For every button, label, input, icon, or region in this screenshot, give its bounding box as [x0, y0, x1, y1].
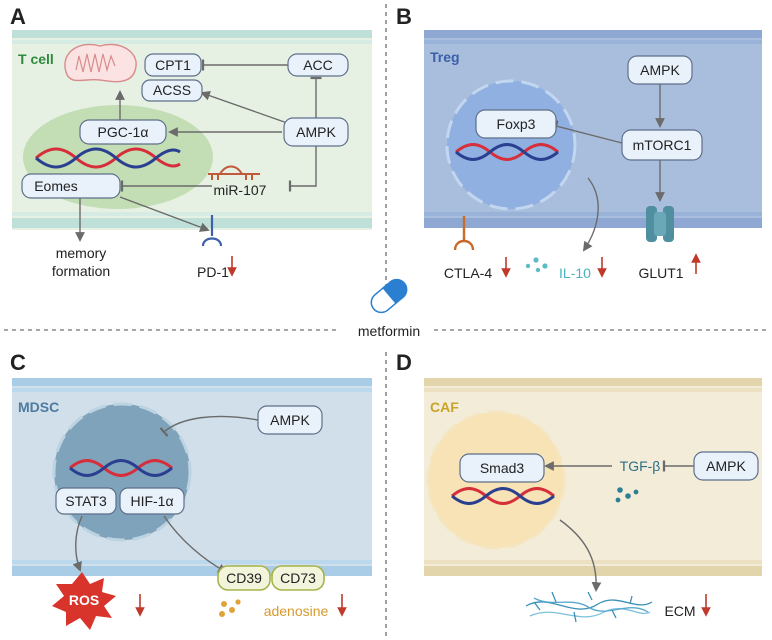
panel-c-connectors: [72, 415, 259, 573]
tgfb-dots-icon: [615, 487, 639, 503]
ctla4-receptor-icon: [453, 216, 475, 251]
panel-a-connectors: [75, 59, 322, 242]
ampk-box-a: [283, 117, 349, 147]
mdsc-label: MDSC: [18, 399, 59, 415]
metformin-label: metformin: [358, 323, 420, 339]
pd1-receptor-icon: [201, 215, 223, 247]
adenosine-label: adenosine: [264, 603, 329, 619]
panel-letter-c: C: [10, 350, 26, 375]
dna-icon-b: [455, 143, 559, 161]
hif-box: [119, 487, 185, 515]
smad3-label: Smad3: [480, 460, 525, 476]
ros-label: ROS: [69, 592, 99, 608]
adenosine-dots-icon: [219, 599, 241, 617]
il10-dots-icon: [525, 257, 548, 273]
ecm-label: ECM: [664, 603, 695, 619]
acc-box: [287, 53, 349, 77]
pgc-label: PGC-1α: [98, 124, 149, 140]
panel-b-connectors: [553, 84, 665, 252]
panel-d-connectors: [544, 460, 694, 592]
pill-icon: [370, 278, 408, 314]
smad3-box: [459, 453, 545, 483]
foxp3-box: [475, 109, 557, 139]
acss-label: ACSS: [153, 82, 191, 98]
tgfb-label: TGF-β: [620, 458, 661, 474]
panel-d: D CAF Smad3 TGF-β AMPK E: [396, 350, 762, 623]
cpt1-box: [144, 53, 202, 77]
dna-icon-c: [69, 459, 173, 477]
ecm-fiber-icon: [525, 591, 653, 623]
panel-a: A T cell CPT1 ACSS: [10, 4, 372, 280]
mir107-label: miR-107: [214, 182, 267, 198]
ros-burst-icon: [52, 572, 116, 630]
ampk-label-c: AMPK: [270, 412, 310, 428]
tcell-label: T cell: [18, 51, 54, 67]
metformin-center: metformin: [358, 278, 420, 339]
cd39-label: CD39: [226, 570, 262, 586]
panel-dividers: [4, 4, 768, 636]
ampk-box-b: [627, 55, 693, 85]
acc-label: ACC: [303, 57, 333, 73]
mtorc1-label: mTORC1: [633, 137, 692, 153]
cd39-box: [217, 565, 271, 591]
ampk-label-d: AMPK: [706, 458, 746, 474]
pgc-box: [79, 119, 167, 145]
hif-label: HIF-1α: [130, 493, 173, 509]
panel-c: C MDSC AMPK STAT3 HIF-1α CD39 CD73 ROS: [10, 350, 372, 630]
memory-label-line1: memory: [56, 245, 107, 261]
caf-label: CAF: [430, 399, 459, 415]
panel-letter-d: D: [396, 350, 412, 375]
stat3-label: STAT3: [65, 493, 107, 509]
mitochondrion-icon: [64, 43, 137, 83]
mirna-icon: [208, 165, 260, 180]
acss-box: [141, 79, 203, 102]
treg-label: Treg: [430, 49, 460, 65]
ampk-label-a: AMPK: [296, 124, 336, 140]
stat3-box: [55, 487, 117, 515]
cd73-label: CD73: [280, 570, 316, 586]
glut1-transporter-icon: [646, 206, 674, 242]
eomes-box: [21, 173, 121, 199]
panel-b: B Treg AMPK Foxp3 mTORC1: [396, 4, 762, 281]
dna-icon-a: [35, 147, 181, 169]
ctla4-label: CTLA-4: [444, 265, 492, 281]
mtorc1-box: [621, 129, 703, 161]
il10-label: IL-10: [559, 265, 591, 281]
cd73-box: [271, 565, 325, 591]
ampk-box-d: [693, 451, 759, 481]
ampk-box-c: [257, 405, 323, 435]
eomes-label: Eomes: [34, 178, 78, 194]
foxp3-label: Foxp3: [497, 116, 536, 132]
glut1-label: GLUT1: [638, 265, 683, 281]
panel-letter-b: B: [396, 4, 412, 29]
panel-letter-a: A: [10, 4, 26, 29]
cpt1-label: CPT1: [155, 57, 191, 73]
memory-label-line2: formation: [52, 263, 110, 279]
dna-icon-d: [451, 487, 555, 505]
ampk-label-b: AMPK: [640, 62, 680, 78]
pd1-label: PD-1: [197, 264, 229, 280]
